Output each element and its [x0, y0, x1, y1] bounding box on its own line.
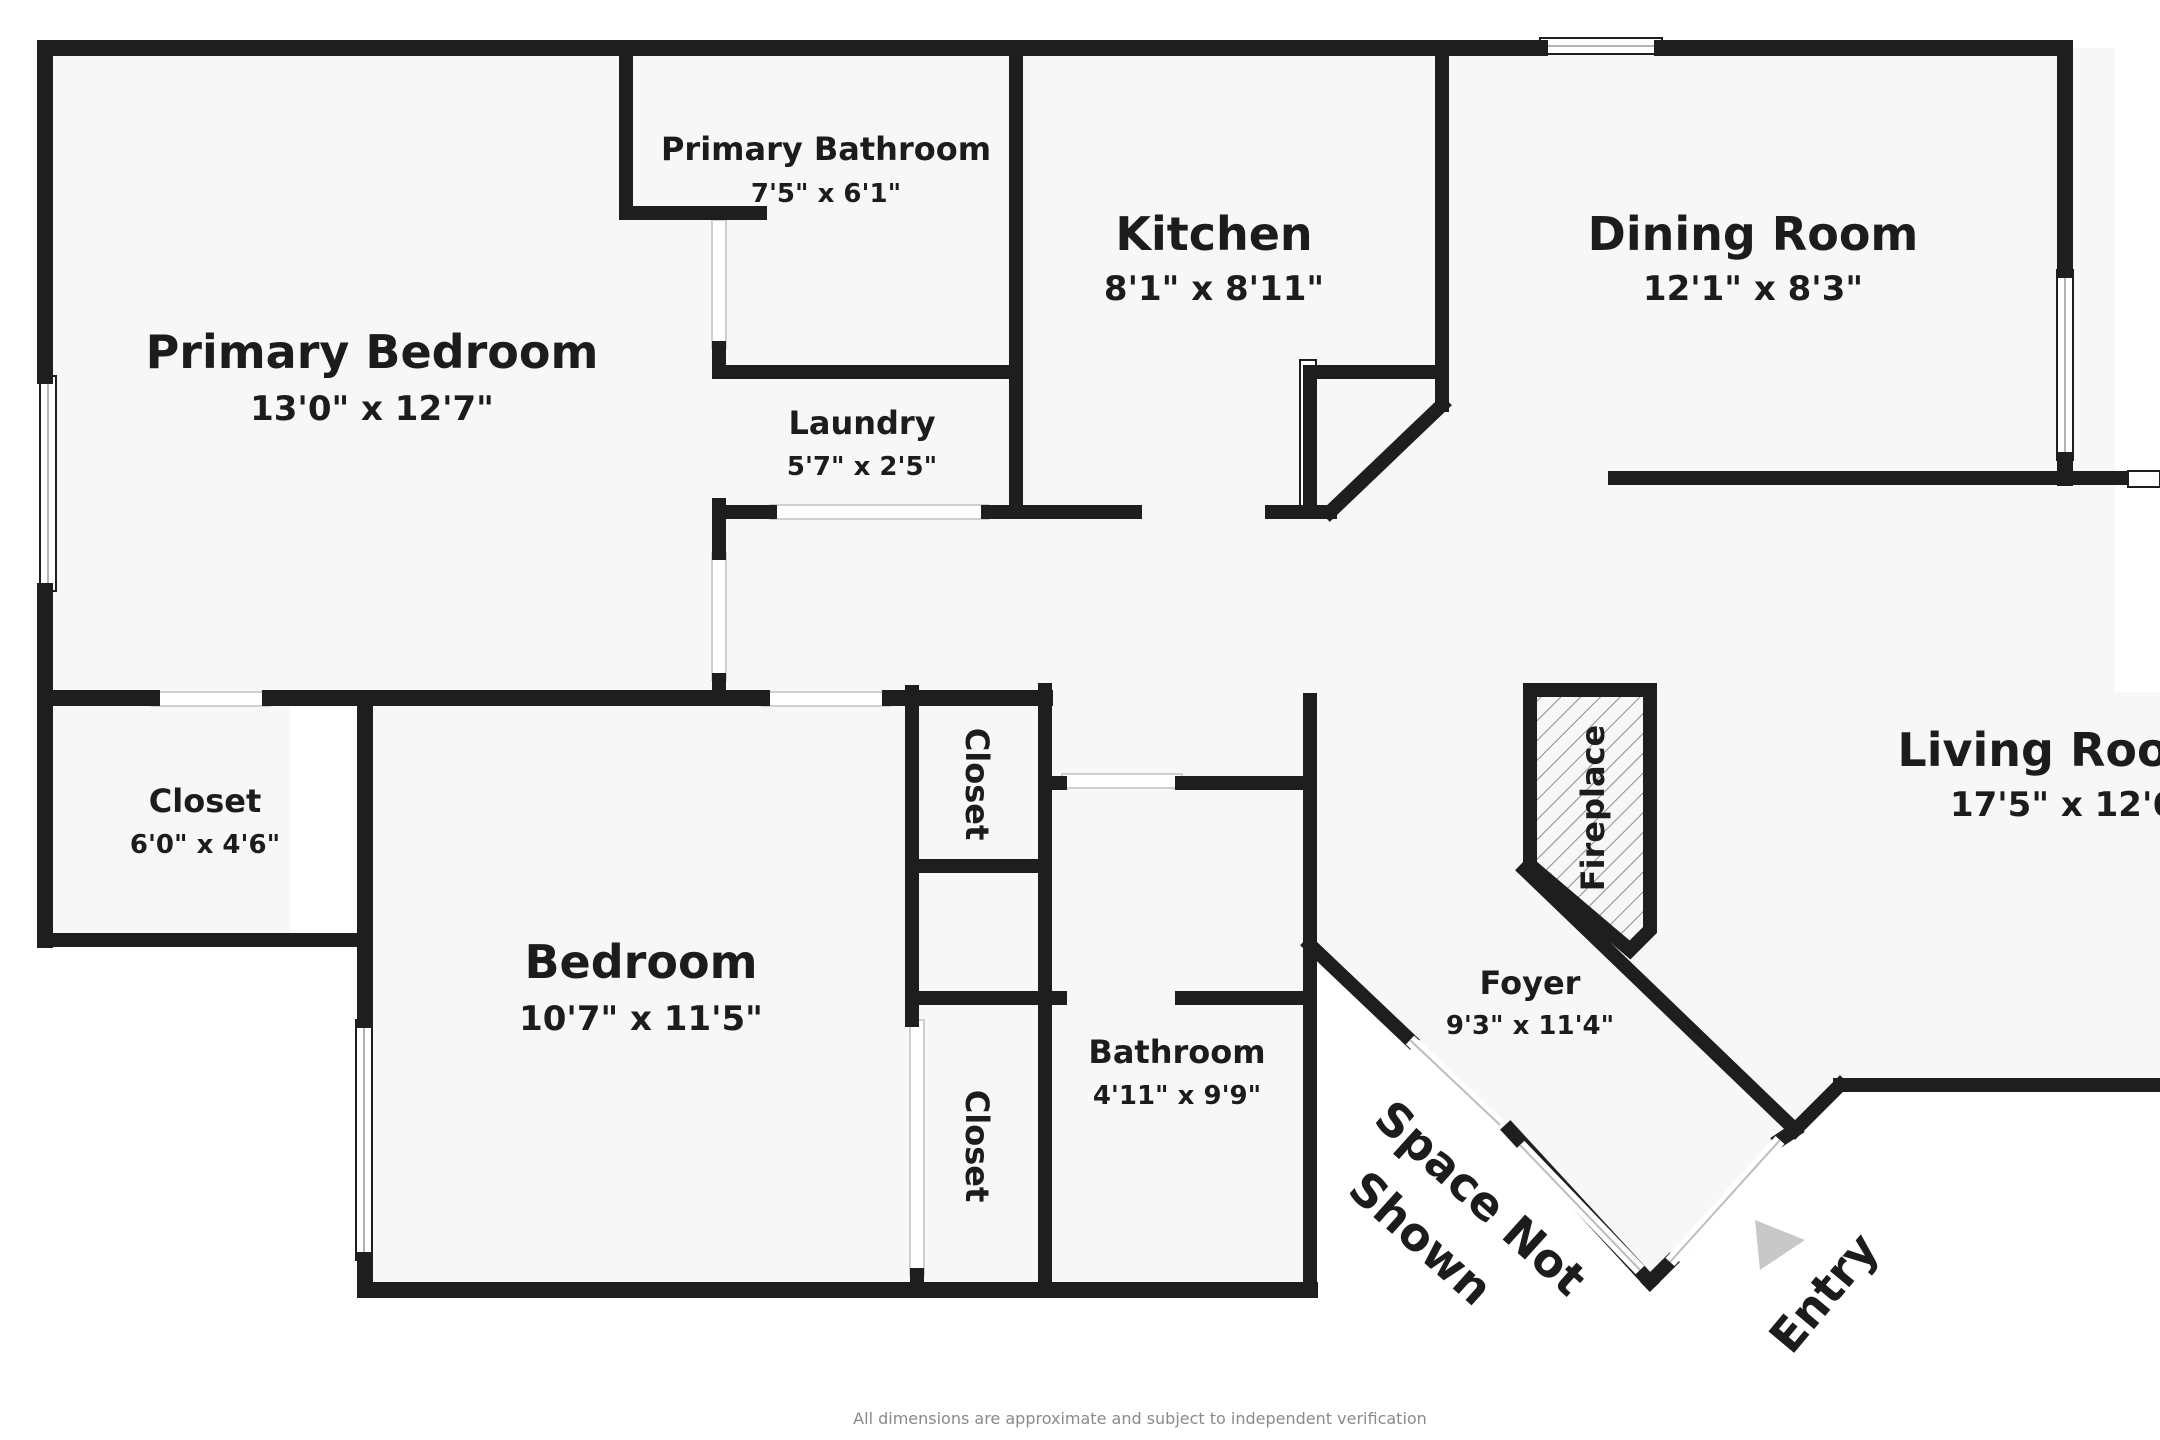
bedroom-dims: 10'7" x 11'5": [519, 999, 763, 1039]
laundry-name: Laundry: [788, 404, 935, 442]
foyer-windows: [1405, 1035, 1785, 1275]
primary-bedroom-name: Primary Bedroom: [146, 325, 599, 379]
door-openings: [151, 219, 1183, 1276]
laundry-dims: 5'7" x 2'5": [787, 452, 937, 482]
primary-bedroom-dims: 13'0" x 12'7": [250, 389, 494, 429]
fireplace: [1523, 683, 1657, 960]
kitchen-dims: 8'1" x 8'11": [1104, 269, 1324, 309]
dining-room-name: Dining Room: [1588, 207, 1919, 261]
living-room-dims: 17'5" x 12'6: [1950, 785, 2160, 825]
walls: [37, 40, 2160, 1298]
fireplace-label: Fireplace: [1574, 725, 1612, 891]
dining-room-dims: 12'1" x 8'3": [1643, 269, 1863, 309]
entry-arrow-icon: [1755, 1220, 1805, 1270]
closet-upper-name: Closet: [958, 728, 996, 840]
foyer-dims: 9'3" x 11'4": [1446, 1011, 1614, 1041]
bathroom-dims: 4'11" x 9'9": [1093, 1081, 1261, 1111]
closet-left-dims: 6'0" x 4'6": [130, 830, 280, 860]
primary-bathroom-name: Primary Bathroom: [661, 130, 991, 168]
primary-bathroom-dims: 7'5" x 6'1": [751, 179, 901, 209]
foyer-name: Foyer: [1480, 964, 1581, 1002]
disclaimer-footnote: All dimensions are approximate and subje…: [853, 1409, 1427, 1428]
living-room-name: Living Roo: [1897, 723, 2160, 777]
bathroom-name: Bathroom: [1088, 1033, 1265, 1071]
bedroom-name: Bedroom: [524, 935, 757, 989]
kitchen-name: Kitchen: [1115, 207, 1312, 261]
closet-lower-name: Closet: [958, 1090, 996, 1202]
closet-left-name: Closet: [149, 782, 261, 820]
